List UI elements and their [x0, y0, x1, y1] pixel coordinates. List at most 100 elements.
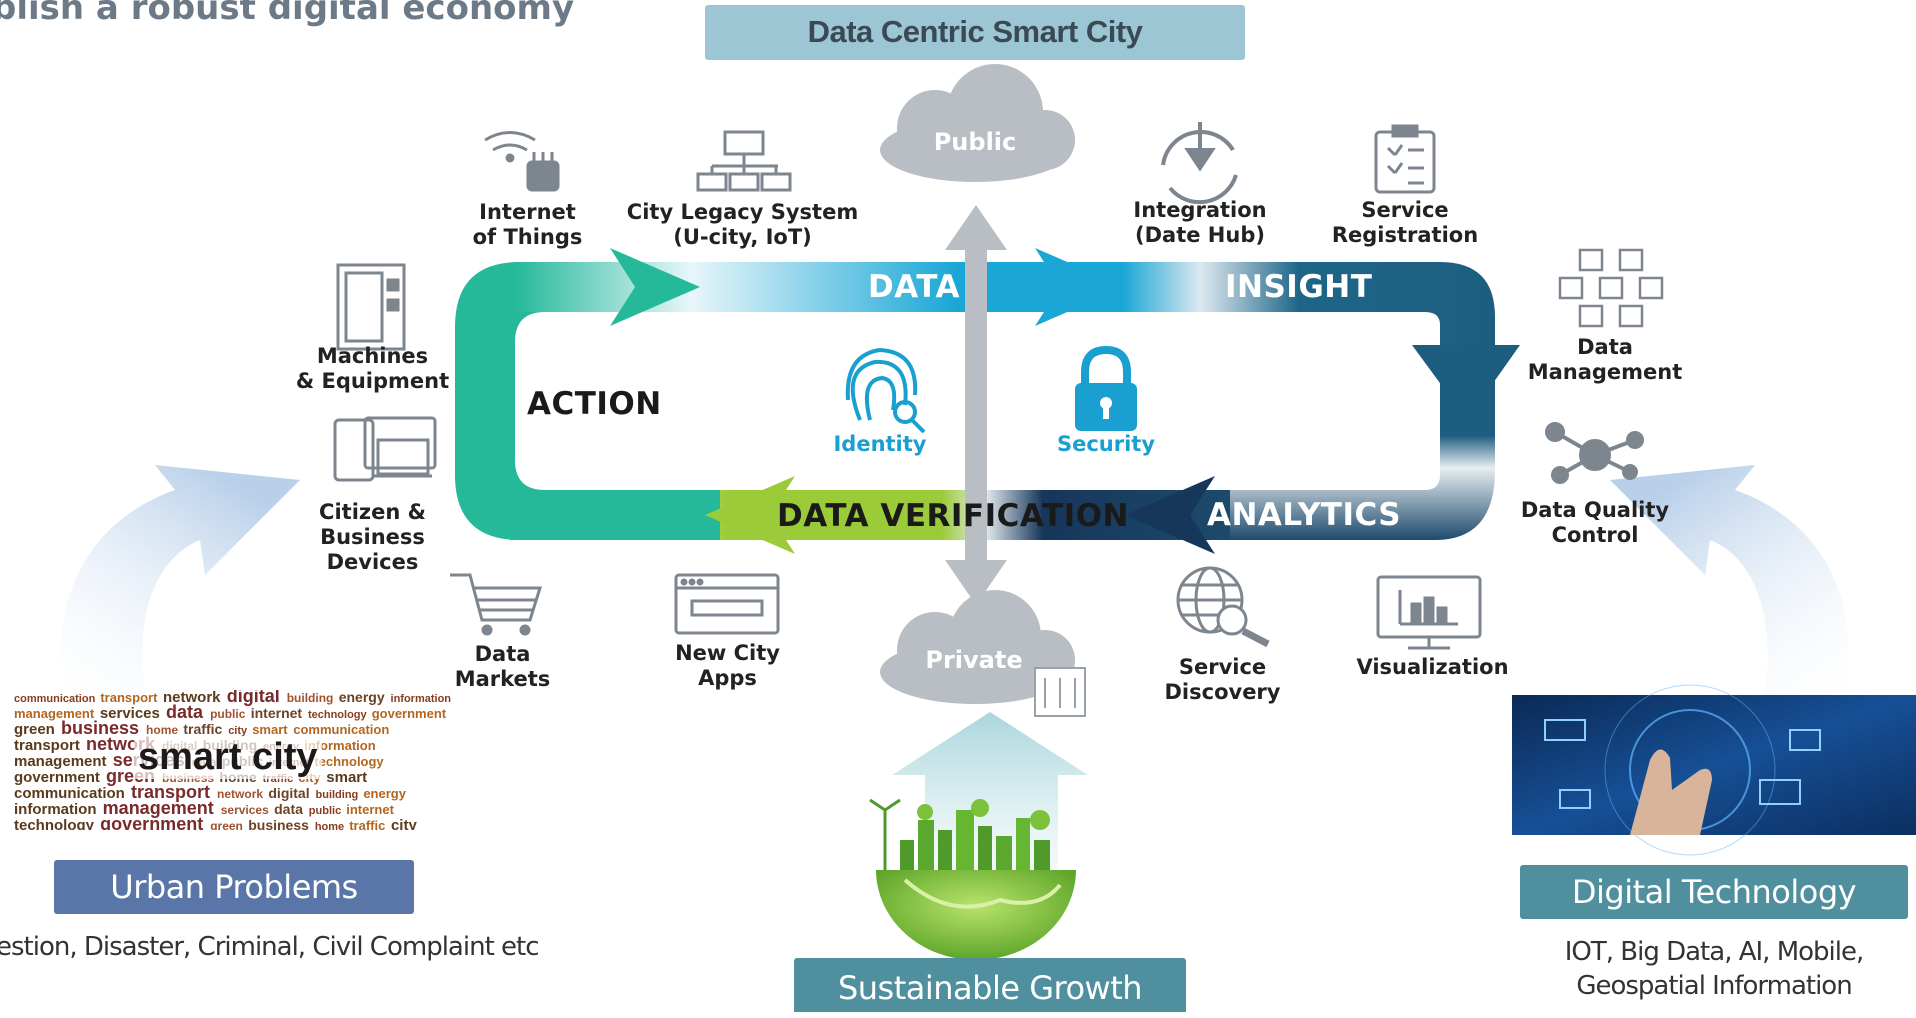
- word-cloud-word: management: [14, 753, 113, 770]
- word-cloud-word: green: [14, 721, 62, 738]
- word-cloud-word: business: [248, 817, 315, 830]
- sustainable-growth-box: Sustainable Growth: [794, 958, 1186, 1012]
- word-cloud-word: management: [102, 798, 221, 818]
- green-city-globe-illustration: [869, 798, 1076, 960]
- data-quality-line1: Data Quality: [1520, 498, 1670, 522]
- word-cloud-word: management: [14, 706, 100, 721]
- digital-technology-curve-arrow: [1610, 465, 1849, 720]
- service-registration-label: Service Registration: [1325, 198, 1485, 248]
- clipboard-checklist-icon: [1374, 124, 1436, 194]
- service-registration-line2: Registration: [1331, 223, 1479, 247]
- word-cloud-word: network: [217, 787, 269, 801]
- service-discovery-line2: Discovery: [1164, 680, 1281, 704]
- data-markets-label: Data Markets: [440, 642, 565, 692]
- analytics-left-arrowhead: [1125, 476, 1215, 554]
- word-cloud-word: building: [315, 789, 364, 801]
- public-cloud: [880, 64, 1075, 182]
- word-cloud-word: data: [274, 801, 309, 817]
- word-cloud-word: services: [99, 705, 167, 722]
- word-cloud-word: smart: [252, 722, 294, 737]
- iot-label-line1: Internet: [479, 200, 576, 224]
- cycle-left-band: [455, 262, 720, 540]
- urban-problems-description: estion, Disaster, Criminal, Civil Compla…: [0, 932, 540, 962]
- partial-page-title: blish a robust digital economy: [0, 0, 575, 28]
- word-cloud-word: internet: [250, 705, 308, 721]
- word-cloud-word: data: [166, 702, 211, 722]
- word-cloud-word: network: [163, 690, 227, 706]
- data-markets-line1: Data: [474, 642, 531, 666]
- data-management-line2: Management: [1527, 360, 1683, 384]
- verification-left-arrowhead: [705, 476, 795, 554]
- smart-city-word-cloud: communication transport network digital …: [14, 690, 452, 830]
- digital-technology-description: IOT, Big Data, AI, Mobile, Geospatial In…: [1520, 935, 1908, 1003]
- word-cloud-word: energy: [363, 786, 406, 801]
- machines-label: Machines & Equipment: [290, 344, 455, 394]
- building-icon: [1034, 667, 1086, 717]
- public-cloud-label: Public: [933, 128, 1017, 156]
- citizen-devices-label: Citizen & Business Devices: [300, 500, 445, 575]
- service-registration-line1: Service: [1361, 198, 1449, 222]
- word-cloud-word: business: [61, 718, 147, 738]
- new-city-apps-label: New City Apps: [665, 641, 790, 691]
- axis-up-arrowhead: [945, 205, 1007, 250]
- wifi-iot-icon: [484, 131, 560, 192]
- word-cloud-word: city: [390, 817, 417, 830]
- machines-label-line2: & Equipment: [295, 369, 450, 393]
- word-cloud-word: digital: [226, 690, 287, 706]
- main-title-box: [705, 5, 1245, 60]
- hierarchy-icon: [696, 130, 792, 192]
- service-discovery-label: Service Discovery: [1150, 655, 1295, 705]
- visualization-label: Visualization: [1350, 655, 1515, 680]
- urban-problems-curve-arrow: [61, 465, 300, 720]
- word-cloud-word: communication: [14, 693, 101, 705]
- main-title: Data Centric Smart City: [807, 14, 1143, 49]
- integration-label-line2: (Date Hub): [1135, 223, 1265, 247]
- visualization-line1: Visualization: [1356, 655, 1509, 679]
- word-cloud-word: public: [210, 707, 251, 721]
- word-cloud-word: technology: [14, 817, 101, 830]
- public-private-axis: [965, 250, 987, 560]
- word-cloud-word: technology: [307, 709, 372, 721]
- word-cloud-word: services: [220, 803, 275, 817]
- word-cloud-word: transport: [100, 690, 164, 705]
- action-label: ACTION: [527, 386, 662, 422]
- insight-band-label: INSIGHT: [1225, 269, 1373, 305]
- action-to-data-arrowhead: [610, 248, 700, 326]
- legacy-system-label: City Legacy System (U-city, IoT): [625, 200, 860, 250]
- word-cloud-word: energy: [338, 690, 391, 705]
- data-management-line1: Data: [1577, 335, 1633, 359]
- network-cubes-icon: [1558, 248, 1664, 328]
- word-cloud-word: government: [100, 814, 211, 830]
- fingerprint-icon: [845, 347, 926, 434]
- citizen-label-line2: Business: [320, 525, 425, 549]
- integration-label-line1: Integration: [1133, 198, 1267, 222]
- citizen-label-line3: Devices: [326, 550, 419, 574]
- word-cloud-word: building: [286, 691, 339, 705]
- word-cloud-word: government: [371, 706, 447, 721]
- word-cloud-main: smart city: [134, 736, 322, 779]
- iot-label: Internet of Things: [455, 200, 600, 250]
- identity-label: Identity: [833, 432, 927, 456]
- word-cloud-word: public: [308, 805, 347, 817]
- word-cloud-word: home: [146, 723, 184, 737]
- axis-down-arrowhead: [945, 560, 1007, 605]
- urban-problems-box: Urban Problems: [54, 860, 414, 914]
- word-cloud-word: city: [228, 725, 253, 737]
- legacy-label-line1: City Legacy System: [626, 200, 859, 224]
- molecule-network-icon: [1545, 422, 1644, 484]
- data-band-label: DATA: [868, 269, 961, 305]
- machines-label-line1: Machines: [316, 344, 429, 368]
- word-cloud-word: communication: [293, 722, 390, 737]
- word-cloud-word: information: [390, 693, 452, 705]
- data-quality-label: Data Quality Control: [1515, 498, 1675, 548]
- shopping-cart-icon: [450, 573, 543, 636]
- word-cloud-word: transport: [14, 737, 87, 754]
- monitor-chart-icon: [1376, 575, 1482, 650]
- new-city-apps-line1: New City: [675, 641, 780, 665]
- data-management-label: Data Management: [1520, 335, 1690, 385]
- digital-technology-box: Digital Technology: [1520, 865, 1908, 919]
- analytics-band-label: ANALYTICS: [1207, 497, 1402, 533]
- cycle-right-band: [1230, 350, 1495, 540]
- word-cloud-word: smart: [326, 769, 368, 786]
- lock-icon: [1075, 345, 1137, 431]
